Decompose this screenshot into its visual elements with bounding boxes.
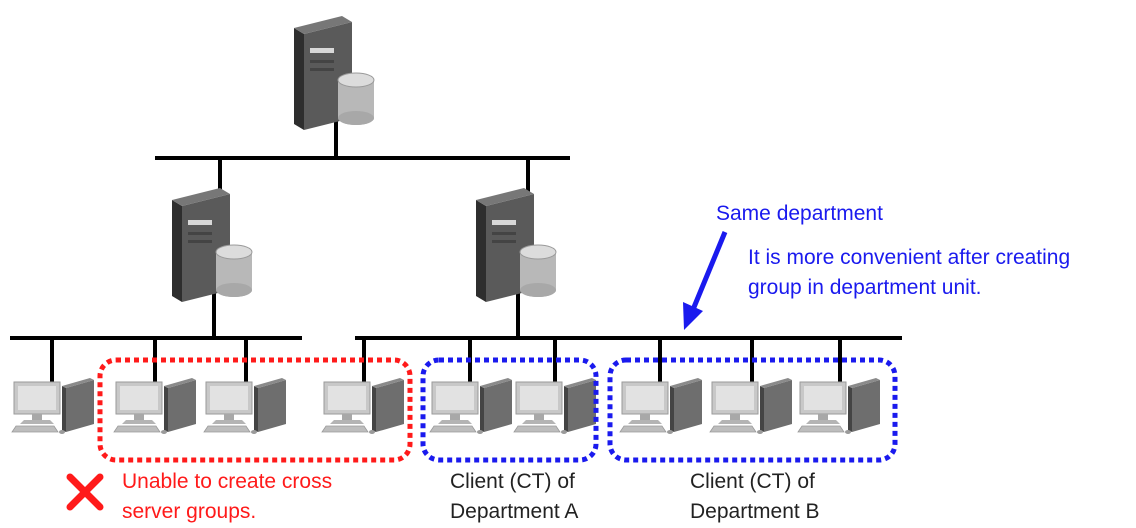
client-pc-icon (113, 377, 197, 435)
department-b-label-line2: Department B (690, 500, 820, 523)
red-x-icon (66, 473, 104, 511)
error-note-line2: server groups. (122, 500, 256, 523)
client-pc-icon (429, 377, 513, 435)
department-a-group-outline (420, 357, 599, 463)
department-a-label-line2: Department A (450, 500, 578, 523)
client-pc-icon (709, 377, 793, 435)
client-pc-icon (321, 377, 405, 435)
convenient-note-line1: It is more convenient after creating (748, 246, 1070, 269)
error-note-line1: Unable to create cross (122, 470, 332, 493)
client-pc-icon (797, 377, 881, 435)
client-pc-icon (11, 377, 95, 435)
client-pc-icon (203, 377, 287, 435)
convenient-note-line2: group in department unit. (748, 276, 981, 299)
cross-server-group-outline (97, 357, 413, 463)
department-b-label-line1: Client (CT) of (690, 470, 815, 493)
client-pc-icon (513, 377, 597, 435)
client-pc-icon (619, 377, 703, 435)
right-server-icon (475, 187, 557, 303)
blue-arrow-icon (683, 231, 728, 330)
top-server-icon (293, 15, 375, 131)
department-b-group-outline (607, 357, 898, 463)
left-server-icon (171, 187, 253, 303)
department-a-label-line1: Client (CT) of (450, 470, 575, 493)
same-department-label: Same department (716, 202, 883, 225)
